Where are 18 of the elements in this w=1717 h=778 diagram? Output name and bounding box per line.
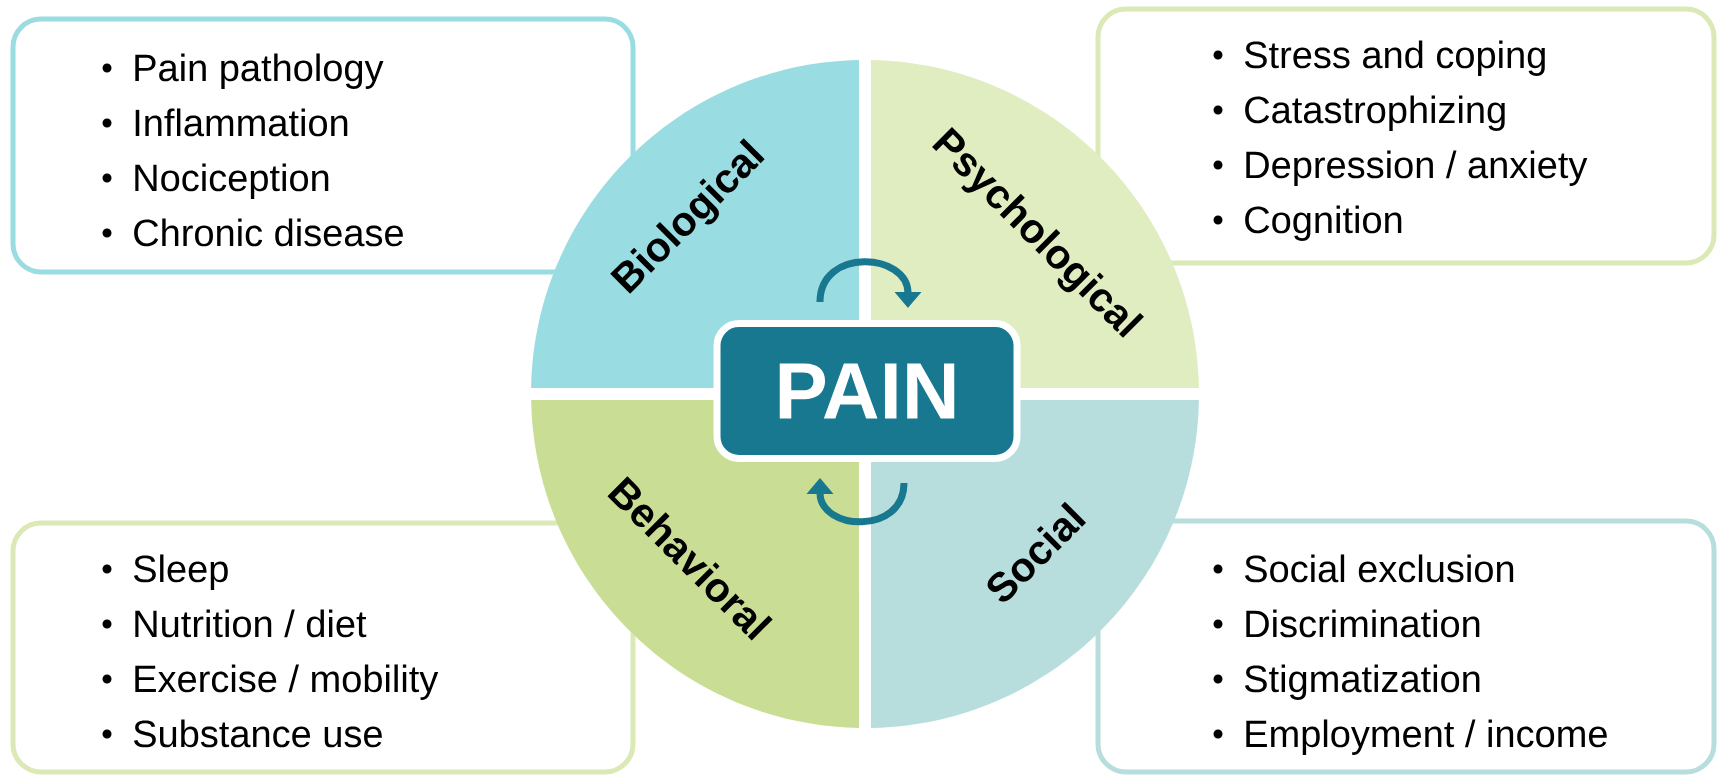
list-item: Substance use bbox=[133, 719, 382, 748]
list-item: Chronic disease bbox=[134, 218, 403, 247]
center-box: PAIN bbox=[713, 320, 1021, 462]
list-item: Stress and coping bbox=[1244, 40, 1545, 76]
list-item: Employment / income bbox=[1246, 719, 1607, 755]
list-item: Cognition bbox=[1245, 205, 1402, 241]
list-item: Nutrition / diet bbox=[135, 609, 367, 638]
list-box bbox=[1095, 518, 1717, 775]
list-item: Sleep bbox=[133, 554, 228, 590]
list-item: Stigmatization bbox=[1244, 664, 1480, 700]
list-item: Inflammation bbox=[135, 108, 348, 137]
list-item: Nociception bbox=[135, 163, 329, 199]
list-item: Catastrophizing bbox=[1245, 95, 1505, 131]
list-item: Exercise / mobility bbox=[135, 664, 439, 700]
list-item: Discrimination bbox=[1246, 609, 1480, 638]
list-item: Social exclusion bbox=[1244, 554, 1514, 583]
list-item: Depression / anxiety bbox=[1246, 150, 1588, 186]
list-item: Pain pathology bbox=[135, 53, 384, 89]
